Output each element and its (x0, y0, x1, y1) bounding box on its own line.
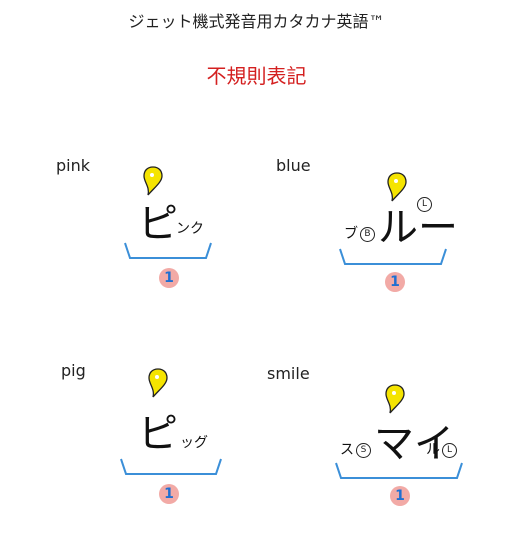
stress-badge: 1 (390, 486, 410, 506)
stress-badge: 1 (385, 272, 405, 292)
english-word-pink: pink (56, 156, 91, 175)
kana-main: ルー (378, 205, 458, 251)
stress-badge: 1 (159, 268, 179, 288)
kana-prefix: ス (340, 442, 354, 458)
page-subtitle: 不規則表記 (206, 64, 307, 88)
kana-main: ピ (138, 411, 178, 457)
kana-suffix: ル (426, 442, 440, 458)
stress-badge: 1 (159, 484, 179, 504)
consonant-mark: L (442, 443, 457, 458)
stress-bracket (120, 458, 222, 475)
consonant-mark: L (417, 197, 432, 212)
stress-bracket (339, 248, 447, 265)
page-title: ジェット機式発音用カタカナ英語™ (128, 12, 385, 31)
pin-icon (148, 368, 168, 398)
consonant-mark: S (356, 443, 371, 458)
english-word-pig: pig (61, 361, 86, 380)
kana-suffix: ンク (176, 221, 204, 237)
kana-suffix: ッグ (180, 435, 208, 451)
consonant-mark: B (360, 227, 375, 242)
stress-bracket (335, 462, 463, 479)
kana-main: ピ (138, 201, 178, 247)
pin-icon (387, 172, 407, 202)
kana-prefix: ブ (344, 226, 358, 242)
english-word-smile: smile (267, 364, 310, 383)
stress-bracket (124, 242, 212, 259)
english-word-blue: blue (276, 156, 311, 175)
pin-icon (143, 166, 163, 196)
pin-icon (385, 384, 405, 414)
kana-main: マイ (374, 421, 454, 467)
